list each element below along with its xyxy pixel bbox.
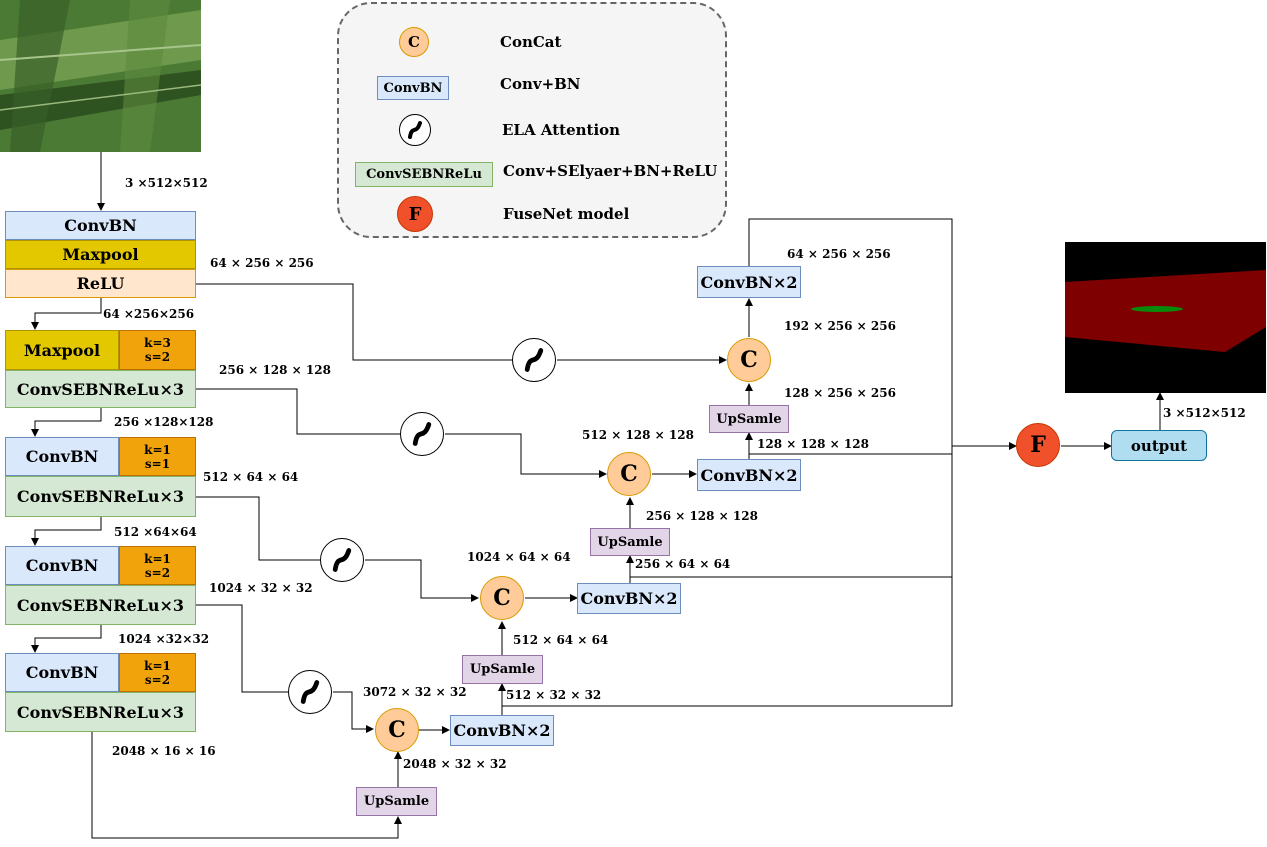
concat-node-3: C [480, 576, 524, 620]
dim-label-d10: 128 × 256 × 256 [784, 386, 896, 400]
ela-attention-node-2 [400, 412, 444, 456]
output-dim-label: 3 ×512×512 [1163, 406, 1246, 420]
stride: s=2 [144, 565, 171, 580]
legend-fuse-symbol: F [397, 196, 433, 232]
kernel-size: k=1 [144, 551, 171, 566]
dim-label-l2: 64 ×256×256 [103, 307, 195, 321]
dim-label-d4: 512 × 64 × 64 [513, 633, 609, 647]
ela-icon [332, 548, 352, 572]
dim-label-d3: 512 × 32 × 32 [506, 688, 602, 702]
concat-node-4: C [375, 708, 419, 752]
dim-label-l3: 256 × 128 × 128 [219, 363, 331, 377]
dim-label-d7: 256 × 128 × 128 [646, 509, 758, 523]
stage3-convsebnrelu: ConvSEBNReLu×3 [5, 585, 196, 625]
stage3-kernel-params: k=1 s=2 [119, 546, 196, 585]
legend-concat-text: ConCat [500, 33, 562, 51]
dim-label-d8: 512 × 128 × 128 [582, 428, 694, 442]
ela-icon [412, 422, 432, 446]
stage1-maxpool: Maxpool [5, 330, 119, 370]
fusenet-node: F [1016, 423, 1060, 467]
stem-maxpool: Maxpool [5, 240, 196, 269]
ela-icon [300, 680, 320, 704]
stride: s=2 [144, 350, 171, 364]
dim-label-l7: 1024 × 32 × 32 [209, 581, 313, 595]
dim-label-d5: 1024 × 64 × 64 [467, 550, 571, 564]
decoder-convbn-x2-3: ConvBN×2 [577, 583, 681, 614]
dim-label-l6: 512 ×64×64 [114, 525, 197, 539]
stage4-convbn: ConvBN [5, 653, 119, 692]
stride: s=2 [144, 672, 171, 687]
stage2-convbn: ConvBN [5, 437, 119, 476]
upsample-1: UpSamle [709, 405, 789, 433]
dim-label-d6: 256 × 64 × 64 [635, 557, 731, 571]
legend-concat-symbol: C [399, 27, 429, 57]
stride: s=1 [144, 456, 171, 471]
kernel-size: k=1 [144, 658, 171, 673]
ela-attention-node-3 [320, 538, 364, 582]
stage1-convsebnrelu: ConvSEBNReLu×3 [5, 370, 196, 408]
kernel-size: k=3 [144, 336, 171, 350]
stage1-kernel-params: k=3 s=2 [119, 330, 196, 370]
stage2-kernel-params: k=1 s=1 [119, 437, 196, 476]
legend-fuse-text: FuseNet model [503, 205, 630, 223]
legend-ela-text: ELA Attention [502, 121, 621, 139]
decoder-convbn-x2-1: ConvBN×2 [697, 266, 801, 298]
legend-ela-symbol [399, 114, 431, 146]
stem-relu: ReLU [5, 269, 196, 298]
dim-label-d12: 64 × 256 × 256 [787, 247, 891, 261]
kernel-size: k=1 [144, 442, 171, 457]
dim-label-l1: 64 × 256 × 256 [210, 256, 314, 270]
decoder-convbn-x2-2: ConvBN×2 [697, 459, 801, 491]
stage2-convsebnrelu: ConvSEBNReLu×3 [5, 476, 196, 517]
output-segmentation-mask [1065, 242, 1266, 393]
stage3-convbn: ConvBN [5, 546, 119, 585]
ela-attention-node-1 [512, 338, 556, 382]
dim-label-l8: 1024 ×32×32 [118, 632, 210, 646]
ela-icon [524, 348, 544, 372]
input-leaf-image [0, 0, 201, 152]
upsample-4: UpSamle [356, 787, 437, 816]
dim-label-d1: 3072 × 32 × 32 [363, 685, 467, 699]
ela-icon [408, 121, 422, 139]
dim-label-d9: 128 × 128 × 128 [757, 437, 869, 451]
stage4-convsebnrelu: ConvSEBNReLu×3 [5, 692, 196, 732]
dim-label-l5: 512 × 64 × 64 [203, 470, 299, 484]
upsample-3: UpSamle [462, 655, 543, 684]
output-box: output [1111, 430, 1207, 461]
legend-cse-box: ConvSEBNReLu [355, 162, 493, 187]
concat-node-1: C [727, 338, 771, 382]
decoder-convbn-x2-4: ConvBN×2 [450, 715, 554, 746]
concat-node-2: C [607, 452, 651, 496]
dim-label-l4: 256 ×128×128 [114, 415, 214, 429]
upsample-2: UpSamle [590, 528, 670, 556]
dim-label-d11: 192 × 256 × 256 [784, 319, 896, 333]
legend-convbn-text: Conv+BN [500, 75, 581, 93]
input-dim-label: 3 ×512×512 [125, 176, 208, 190]
stem-convbn: ConvBN [5, 211, 196, 240]
dim-label-l9: 2048 × 16 × 16 [112, 744, 216, 758]
stage4-kernel-params: k=1 s=2 [119, 653, 196, 692]
legend-cse-text: Conv+SElyaer+BN+ReLU [503, 162, 718, 180]
legend-convbn-box: ConvBN [377, 76, 449, 100]
ela-attention-node-4 [288, 670, 332, 714]
dim-label-d2: 2048 × 32 × 32 [403, 757, 507, 771]
